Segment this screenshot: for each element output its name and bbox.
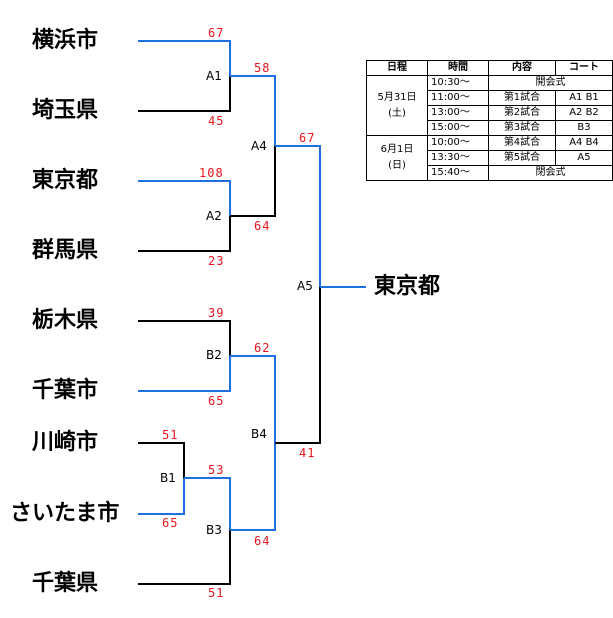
score-tokyo: 108 bbox=[199, 166, 224, 180]
match-label-a5: A5 bbox=[297, 279, 313, 293]
team-saitama-pref: 埼玉県 bbox=[32, 98, 99, 123]
team-saitama-city: さいたま市 bbox=[10, 501, 120, 526]
day2-weekday: (日) bbox=[388, 160, 406, 171]
team-yokohama: 横浜市 bbox=[32, 28, 99, 53]
score-b1: 53 bbox=[208, 463, 225, 477]
schedule-row: 15:40〜 閉会式 bbox=[367, 165, 613, 181]
schedule-content: 第1試合 bbox=[488, 90, 556, 106]
line-a4-out bbox=[275, 145, 321, 287]
score-b2: 62 bbox=[254, 341, 271, 355]
schedule-time: 13:00〜 bbox=[427, 105, 489, 121]
score-chiba-city: 65 bbox=[208, 394, 225, 408]
schedule-court: B3 bbox=[555, 120, 613, 136]
team-chiba-city: 千葉市 bbox=[32, 378, 99, 403]
schedule-time: 10:00〜 bbox=[427, 135, 489, 151]
line-tochigi bbox=[138, 320, 231, 356]
schedule-time: 10:30〜 bbox=[427, 75, 489, 91]
score-tochigi: 39 bbox=[208, 306, 225, 320]
line-b1-out bbox=[184, 477, 231, 530]
line-saitama-pref bbox=[138, 76, 231, 112]
score-saitama-pref: 45 bbox=[208, 114, 225, 128]
schedule-row: 13:00〜 第2試合 A2 B2 bbox=[367, 105, 613, 121]
line-b2-out bbox=[230, 355, 276, 443]
score-saitama-city: 65 bbox=[162, 516, 179, 530]
schedule-row: 13:30〜 第5試合 A5 bbox=[367, 150, 613, 166]
score-yokohama: 67 bbox=[208, 26, 225, 40]
score-a1: 58 bbox=[254, 61, 271, 75]
schedule-content: 開会式 bbox=[488, 75, 613, 91]
schedule-court: A4 B4 bbox=[555, 135, 613, 151]
day2-date: 6月1日 bbox=[380, 144, 414, 155]
line-saitama-city bbox=[138, 478, 185, 515]
line-yokohama bbox=[138, 40, 231, 76]
match-label-b2: B2 bbox=[206, 348, 222, 362]
line-a1-out bbox=[230, 75, 276, 146]
schedule-table: 日程 時間 内容 コート 5月31日 (土) 10:30〜 開会式 11:00〜… bbox=[366, 60, 613, 181]
schedule-header-row: 日程 時間 内容 コート bbox=[366, 60, 613, 76]
schedule-content: 閉会式 bbox=[488, 165, 613, 181]
header-time: 時間 bbox=[427, 60, 489, 76]
header-court: コート bbox=[555, 60, 613, 76]
score-gunma: 23 bbox=[208, 254, 225, 268]
line-b3-out bbox=[230, 443, 276, 531]
match-label-b4: B4 bbox=[251, 427, 267, 441]
schedule-court: A5 bbox=[555, 150, 613, 166]
team-tokyo: 東京都 bbox=[32, 168, 99, 193]
schedule-day-1: 5月31日 (土) bbox=[366, 75, 428, 136]
score-b3: 64 bbox=[254, 534, 271, 548]
schedule-day-2: 6月1日 (日) bbox=[366, 135, 428, 181]
schedule-court: A2 B2 bbox=[555, 105, 613, 121]
champion-name: 東京都 bbox=[374, 274, 441, 299]
line-kawasaki bbox=[138, 442, 185, 478]
schedule-content: 第5試合 bbox=[488, 150, 556, 166]
line-gunma bbox=[138, 216, 231, 252]
team-gunma: 群馬県 bbox=[32, 238, 99, 263]
team-chiba-pref: 千葉県 bbox=[32, 571, 99, 596]
score-a2: 64 bbox=[254, 219, 271, 233]
line-tokyo bbox=[138, 180, 231, 216]
line-chiba-pref bbox=[138, 530, 231, 585]
schedule-court: A1 B1 bbox=[555, 90, 613, 106]
team-tochigi: 栃木県 bbox=[32, 308, 99, 333]
schedule-content: 第2試合 bbox=[488, 105, 556, 121]
line-a2-out bbox=[230, 146, 276, 217]
day1-weekday: (土) bbox=[388, 107, 406, 119]
score-chiba-pref: 51 bbox=[208, 586, 225, 600]
score-a4: 67 bbox=[299, 131, 316, 145]
team-kawasaki: 川崎市 bbox=[32, 430, 99, 455]
line-b4-out bbox=[275, 287, 321, 444]
schedule-time: 15:40〜 bbox=[427, 165, 489, 181]
header-content: 内容 bbox=[488, 60, 556, 76]
line-chiba-city bbox=[138, 356, 231, 392]
header-day: 日程 bbox=[366, 60, 428, 76]
schedule-row: 5月31日 (土) 10:30〜 開会式 bbox=[366, 75, 613, 136]
schedule-content: 第3試合 bbox=[488, 120, 556, 136]
match-label-a1: A1 bbox=[206, 69, 222, 83]
schedule-row: 6月1日 (日) 10:00〜 第4試合 A4 B4 bbox=[366, 135, 613, 181]
schedule-time: 13:30〜 bbox=[427, 150, 489, 166]
day1-date: 5月31日 bbox=[377, 91, 417, 103]
match-label-b1: B1 bbox=[160, 471, 176, 485]
schedule-time: 11:00〜 bbox=[427, 90, 489, 106]
schedule-content: 第4試合 bbox=[488, 135, 556, 151]
match-label-a4: A4 bbox=[251, 139, 267, 153]
match-label-b3: B3 bbox=[206, 523, 222, 537]
match-label-a2: A2 bbox=[206, 209, 222, 223]
schedule-time: 15:00〜 bbox=[427, 120, 489, 136]
score-b4: 41 bbox=[299, 446, 316, 460]
score-kawasaki: 51 bbox=[162, 428, 179, 442]
